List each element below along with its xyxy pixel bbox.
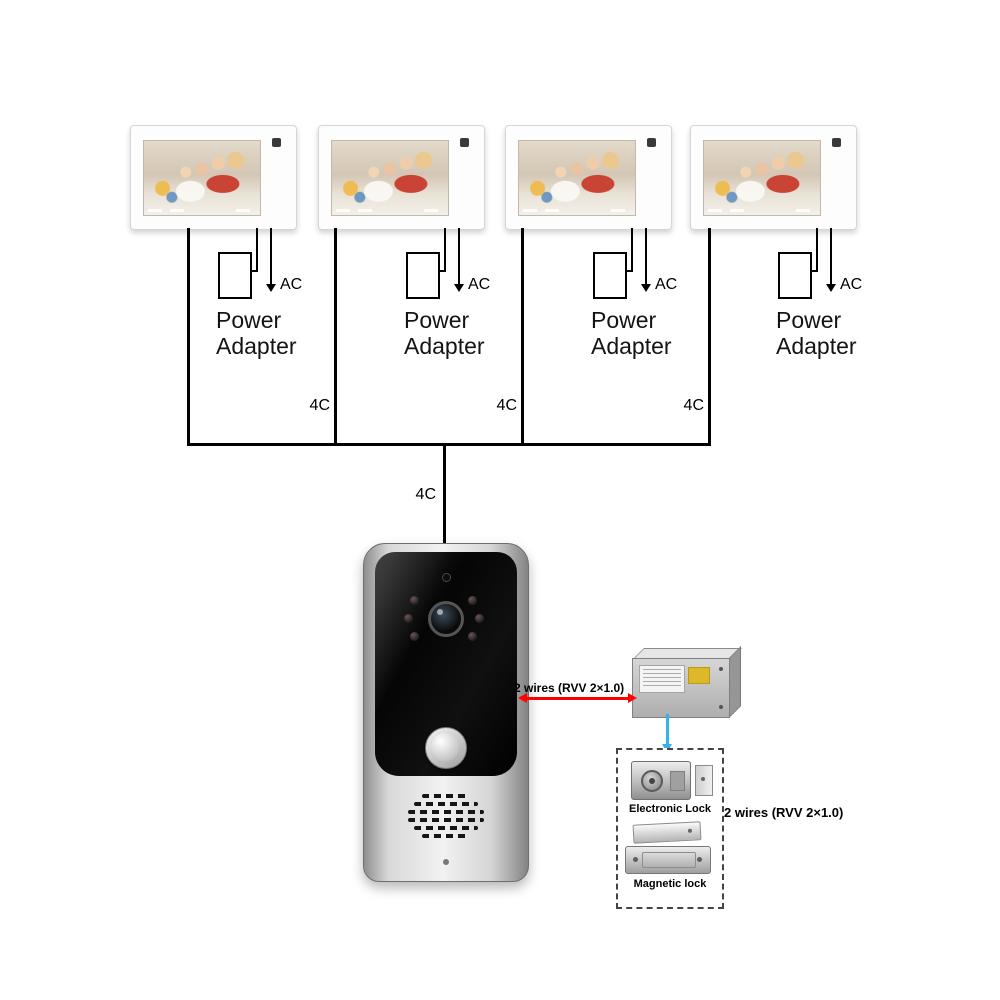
ac-arrow-icon: [266, 284, 276, 292]
ir-led: [410, 632, 419, 641]
power-adapter: [593, 252, 627, 299]
brand-icon: [272, 138, 281, 147]
monitor3-drop-wire: [521, 228, 524, 446]
ac-arrow-icon: [641, 284, 651, 292]
power-supply-front-face: [632, 658, 730, 718]
monitor2-drop-wire: [334, 228, 337, 446]
ac-label: AC: [280, 276, 303, 293]
electronic-lock-label: Electronic Lock: [629, 803, 711, 815]
magnetic-lock-label: Magnetic lock: [633, 878, 707, 890]
power-wire-red: [526, 697, 632, 700]
adapter-wire: [816, 228, 818, 272]
ir-led: [475, 614, 484, 623]
speaker-grille-row: [414, 802, 478, 806]
speaker-grille-row: [422, 794, 470, 798]
red-arrow-left-icon: [518, 693, 527, 703]
magnetic-lock-body: [625, 846, 711, 874]
brand-icon: [832, 138, 841, 147]
indoor-monitor: [690, 125, 857, 230]
indoor-monitor: [505, 125, 672, 230]
terminal-dot: [719, 705, 723, 709]
door-station: [363, 543, 529, 882]
brand-icon: [647, 138, 656, 147]
monitor4-drop-wire: [708, 228, 711, 446]
magnetic-lock-armature: [632, 821, 702, 844]
screw-icon: [697, 857, 702, 862]
indoor-monitor-unit-2: AC Power Adapter: [318, 125, 618, 385]
screw-hole: [443, 859, 449, 865]
ac-arrow-icon: [826, 284, 836, 292]
power-adapter-label: Power Adapter: [591, 307, 672, 360]
indoor-monitor: [318, 125, 485, 230]
power-adapter-label: Power Adapter: [776, 307, 857, 360]
ir-led: [404, 614, 413, 623]
lock-latch-icon: [670, 771, 685, 791]
power-adapter-label: Power Adapter: [216, 307, 297, 360]
pinhole-mic-icon: [442, 573, 451, 582]
cable-4c-label: 4C: [683, 397, 704, 414]
ac-wire: [645, 228, 647, 284]
power-supply-side-face: [729, 646, 741, 718]
ac-wire: [458, 228, 460, 284]
adapter-wire-stub: [810, 270, 818, 272]
speaker-grille-row: [408, 818, 484, 822]
cable-4c-label: 4C: [415, 486, 436, 503]
power-supply-unit: [632, 646, 752, 718]
lock-wire-blue: [666, 714, 669, 746]
screw-icon: [633, 857, 638, 862]
ac-label: AC: [468, 276, 491, 293]
monitor-screen: [143, 140, 261, 216]
adapter-wire: [631, 228, 633, 272]
power-adapter: [406, 252, 440, 299]
call-button-face: [431, 733, 459, 761]
cable-4c-label: 4C: [496, 397, 517, 414]
red-arrow-right-icon: [628, 693, 637, 703]
lock-wire-label: 2 wires (RVV 2×1.0): [724, 805, 844, 820]
power-adapter-label: Power Adapter: [404, 307, 485, 360]
call-button: [425, 727, 467, 769]
lock-cylinder-icon: [641, 770, 663, 792]
camera-lens: [428, 601, 464, 637]
lock-options-box: Electronic Lock Magnetic lock: [616, 748, 724, 909]
indoor-monitor-unit-3: AC Power Adapter: [505, 125, 805, 385]
adapter-wire-stub: [250, 270, 258, 272]
strike-plate: [695, 765, 713, 796]
speaker-grille-row: [414, 826, 478, 830]
power-adapter: [218, 252, 252, 299]
adapter-wire-stub: [625, 270, 633, 272]
ac-wire: [270, 228, 272, 284]
electronic-lock: [631, 761, 691, 800]
indoor-monitor: [130, 125, 297, 230]
adapter-wire: [444, 228, 446, 272]
monitor-screen: [703, 140, 821, 216]
speaker-grille-row: [422, 834, 470, 838]
power-wire-label: 2 wires (RVV 2×1.0): [514, 681, 625, 695]
terminal-dot: [719, 667, 723, 671]
spec-sticker: [639, 665, 685, 693]
speaker-grille: [401, 794, 491, 842]
adapter-wire-stub: [438, 270, 446, 272]
ac-label: AC: [840, 276, 863, 293]
adapter-wire: [256, 228, 258, 272]
ac-label: AC: [655, 276, 678, 293]
brand-icon: [460, 138, 469, 147]
monitor-screen: [331, 140, 449, 216]
ir-led: [468, 632, 477, 641]
indoor-monitor-unit-1: AC Power Adapter: [130, 125, 430, 385]
speaker-grille-row: [408, 810, 484, 814]
door-station-drop-wire: [443, 446, 446, 544]
warning-sticker: [688, 667, 710, 684]
ac-arrow-icon: [454, 284, 464, 292]
ir-led: [410, 596, 419, 605]
ac-wire: [830, 228, 832, 284]
power-adapter: [778, 252, 812, 299]
monitor-screen: [518, 140, 636, 216]
bus-wire: [187, 443, 711, 446]
cable-4c-label: 4C: [309, 397, 330, 414]
indoor-monitor-unit-4: AC Power Adapter: [690, 125, 990, 385]
ir-led: [468, 596, 477, 605]
monitor1-drop-wire: [187, 228, 190, 446]
